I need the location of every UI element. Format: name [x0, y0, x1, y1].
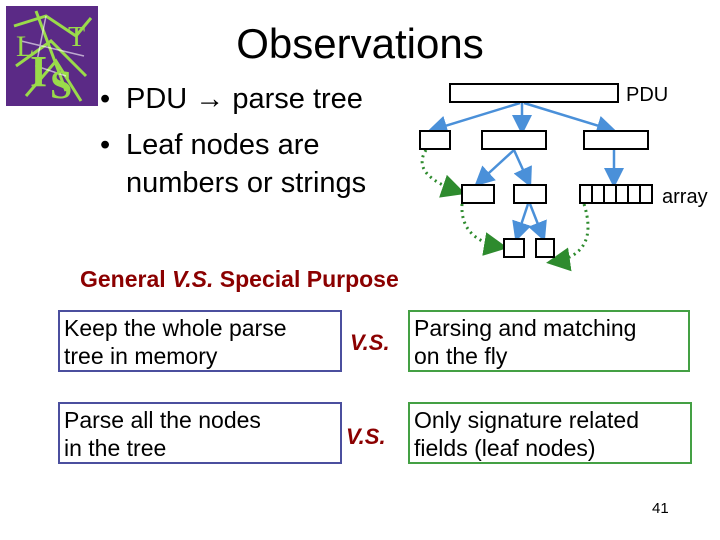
leaf-node — [535, 238, 555, 258]
special-box-on-the-fly: Parsing and matching on the fly — [408, 310, 690, 372]
tree-node — [481, 130, 547, 150]
svg-text:L: L — [16, 30, 34, 63]
bullet-leaf-nodes: •Leaf nodes are — [100, 129, 320, 161]
tree-node — [513, 184, 547, 204]
svg-text:S: S — [50, 62, 72, 106]
logo-icon: I S L T — [6, 6, 98, 106]
array-node — [579, 184, 653, 204]
tree-edge — [512, 149, 532, 188]
tree-edge — [523, 101, 617, 136]
tree-edge — [528, 203, 547, 242]
comparison-title: General V.S. Special Purpose — [80, 266, 399, 293]
parse-tree-diagram — [419, 83, 653, 272]
tree-node — [461, 184, 495, 204]
leaf-node — [503, 238, 525, 258]
svg-text:T: T — [68, 22, 85, 53]
pdu-label: PDU — [626, 84, 669, 106]
vs-text: V.S. — [172, 266, 214, 292]
svg-text:I: I — [30, 47, 47, 96]
page-number: 41 — [652, 500, 669, 517]
tree-node — [419, 130, 451, 150]
bullet-pdu-parse-tree: •PDU → parse tree — [100, 83, 363, 115]
tree-edge — [512, 203, 532, 242]
tree-edge — [474, 149, 515, 187]
array-label: array — [662, 186, 708, 208]
general-box-parse-tree: Keep the whole parse tree in memory — [58, 310, 342, 372]
bullet-text: PDU → parse tree — [126, 83, 363, 115]
tree-edge — [427, 101, 521, 136]
general-text: General — [80, 266, 173, 292]
bullet-leaf-nodes-continued: numbers or strings — [126, 167, 367, 199]
pointer-edge — [420, 149, 466, 198]
special-box-leaf-nodes: Only signature related fields (leaf node… — [408, 402, 692, 464]
pointer-edge — [546, 203, 590, 272]
vs-label: V.S. — [346, 424, 386, 449]
general-box-all-nodes: Parse all the nodes in the tree — [58, 402, 342, 464]
tree-node — [583, 130, 649, 150]
vs-label: V.S. — [350, 330, 390, 355]
special-text: Special Purpose — [213, 266, 399, 292]
pdu-node — [449, 83, 619, 103]
slide-title: Observations — [236, 20, 484, 67]
bullet-text: Leaf nodes are — [126, 129, 320, 161]
pointer-edge — [460, 203, 508, 256]
